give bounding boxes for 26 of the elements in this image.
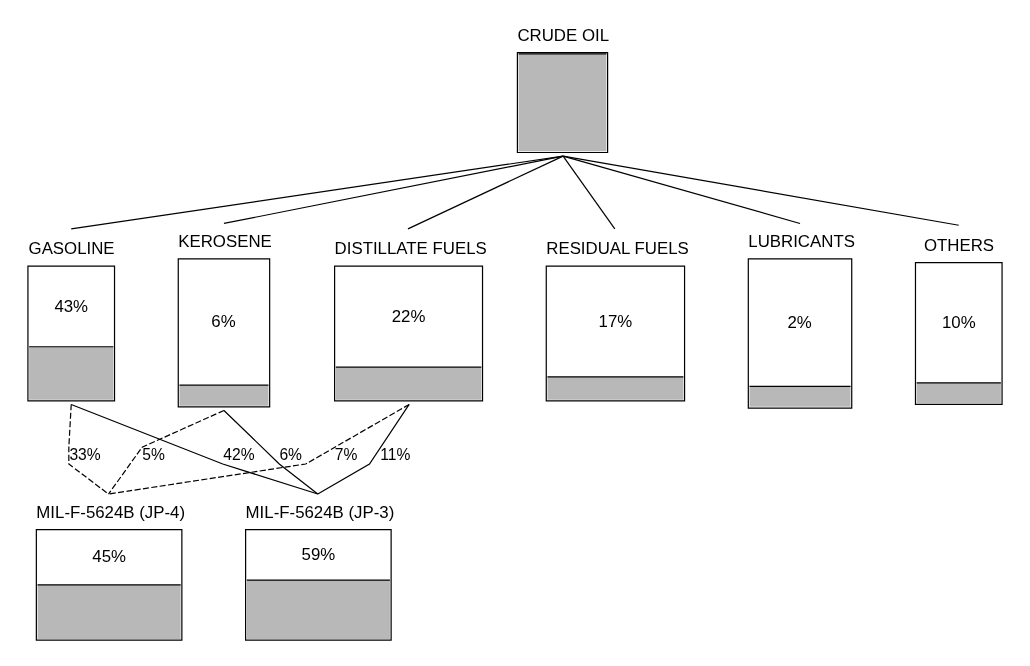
connector	[317, 403, 410, 495]
connector	[70, 403, 319, 495]
connector	[107, 409, 225, 495]
connector	[562, 155, 616, 229]
node-label: KEROSENE	[178, 231, 272, 251]
node-label: RESIDUAL FUELS	[546, 238, 689, 258]
edge-label: 5%	[142, 445, 165, 463]
node-label: MIL-F-5624B (JP-3)	[245, 502, 395, 522]
connector	[68, 403, 110, 495]
node-label: MIL-F-5624B (JP-4)	[36, 502, 186, 522]
node-label: GASOLINE	[28, 238, 115, 258]
node-label: OTHERS	[923, 235, 995, 255]
edge-label: 42%	[223, 445, 255, 463]
connector	[223, 155, 564, 224]
connector	[223, 409, 319, 495]
connector	[562, 155, 960, 226]
edge-label: 33%	[69, 445, 101, 463]
node-label: LUBRICANTS	[748, 231, 855, 251]
edge-label: 7%	[334, 445, 358, 463]
connector	[70, 155, 564, 229]
connector	[407, 155, 564, 229]
connector	[107, 403, 410, 495]
node-label: DISTILLATE FUELS	[334, 238, 487, 258]
edge-label: 11%	[380, 445, 411, 463]
node-label: CRUDE OIL	[517, 25, 610, 45]
edge-label: 6%	[279, 445, 303, 463]
